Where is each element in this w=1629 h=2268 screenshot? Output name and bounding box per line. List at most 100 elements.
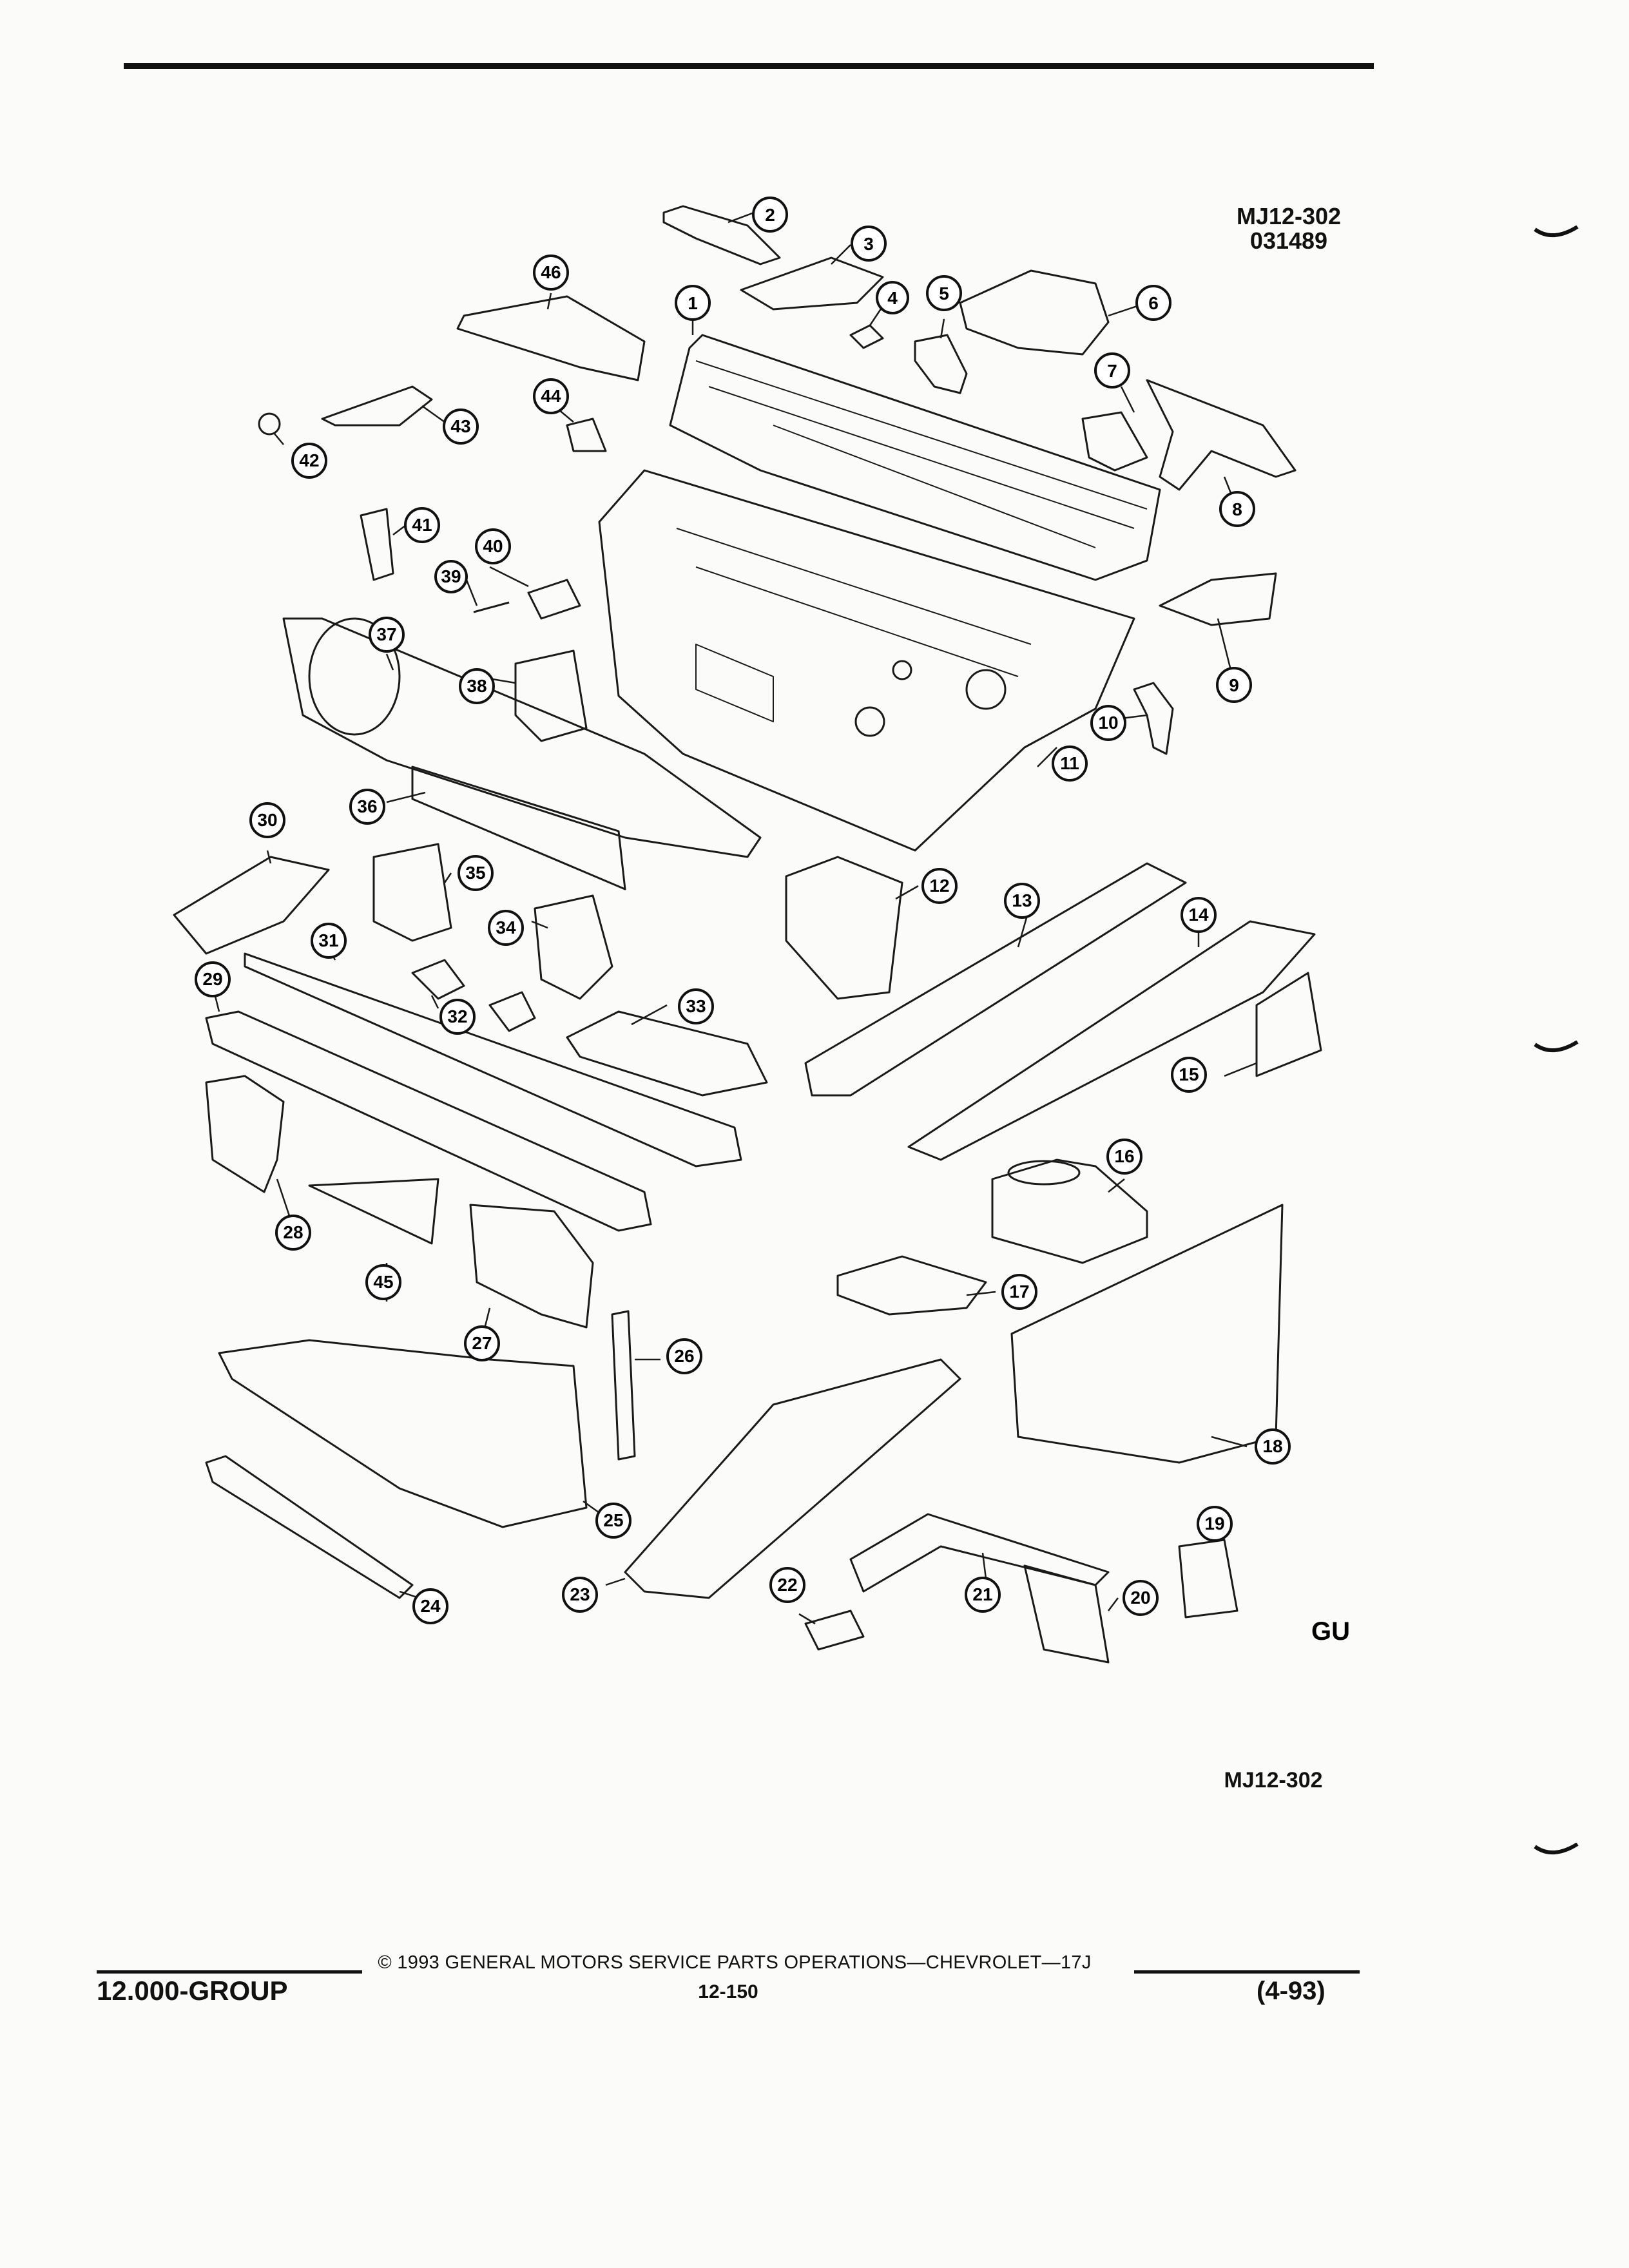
punch-mark	[1534, 1843, 1579, 1855]
callout-2: 2	[752, 197, 788, 233]
callout-24: 24	[412, 1588, 448, 1624]
callout-28: 28	[275, 1215, 311, 1251]
part-24	[205, 1455, 414, 1599]
svg-text:24: 24	[420, 1596, 441, 1616]
svg-text:8: 8	[1232, 499, 1242, 519]
callout-4: 4	[876, 281, 909, 314]
callout-3: 3	[851, 226, 887, 262]
svg-text:13: 13	[1012, 890, 1032, 910]
svg-text:22: 22	[777, 1575, 797, 1595]
part-45	[308, 1178, 439, 1245]
callout-11: 11	[1052, 745, 1088, 782]
svg-text:34: 34	[496, 918, 516, 937]
part-25	[218, 1339, 588, 1528]
part-44	[566, 418, 607, 452]
callout-37: 37	[369, 617, 405, 653]
callout-12: 12	[921, 868, 958, 904]
svg-text:1: 1	[688, 293, 698, 313]
part-31	[244, 952, 742, 1168]
svg-text:11: 11	[1060, 753, 1079, 773]
svg-text:45: 45	[373, 1272, 393, 1292]
svg-text:20: 20	[1130, 1588, 1150, 1608]
page-number: 12-150	[698, 1981, 758, 2003]
part-2	[662, 205, 781, 265]
reference-code-top: MJ12-302	[1236, 203, 1342, 229]
callout-44: 44	[533, 378, 569, 414]
part-39	[473, 601, 510, 613]
svg-text:18: 18	[1262, 1436, 1282, 1456]
part-7	[1081, 411, 1148, 472]
part-27	[469, 1204, 594, 1329]
part-46	[456, 295, 646, 381]
callout-36: 36	[349, 789, 385, 825]
part-23	[624, 1358, 961, 1599]
part-4	[849, 324, 884, 349]
callout-43: 43	[443, 408, 479, 445]
callout-29: 29	[195, 961, 231, 997]
callout-15: 15	[1171, 1057, 1207, 1093]
callout-13: 13	[1004, 883, 1040, 919]
callout-17: 17	[1001, 1274, 1037, 1310]
svg-text:12: 12	[929, 876, 949, 896]
callout-46: 46	[533, 255, 569, 291]
callout-38: 38	[459, 668, 495, 704]
part-5	[914, 334, 968, 394]
part-37	[282, 617, 762, 858]
callout-42: 42	[291, 443, 327, 479]
callout-1: 1	[675, 285, 711, 321]
svg-text:37: 37	[376, 624, 396, 644]
callout-30: 30	[249, 802, 285, 838]
part-10	[1133, 682, 1174, 755]
reference-code-bottom: MJ12-302	[1224, 1768, 1323, 1792]
part-40	[527, 579, 581, 620]
part-35	[372, 843, 452, 942]
svg-text:19: 19	[1204, 1514, 1224, 1533]
part-16	[991, 1158, 1148, 1264]
callout-21: 21	[965, 1577, 1001, 1613]
part-20	[1023, 1564, 1110, 1664]
callout-9: 9	[1216, 667, 1252, 703]
svg-text:26: 26	[674, 1346, 694, 1366]
footer-copyright: © 1993 GENERAL MOTORS SERVICE PARTS OPER…	[378, 1952, 1092, 1973]
callout-27: 27	[464, 1325, 500, 1361]
svg-text:31: 31	[318, 930, 338, 950]
svg-text:35: 35	[465, 863, 485, 883]
footer-rule-right	[1134, 1970, 1360, 1974]
svg-text:36: 36	[357, 796, 377, 816]
callout-6: 6	[1135, 285, 1171, 321]
part-9	[1159, 572, 1277, 626]
part-3	[740, 256, 884, 311]
part-1	[669, 334, 1161, 581]
callout-25: 25	[595, 1503, 631, 1539]
part-8	[1146, 379, 1296, 491]
part-28	[205, 1075, 285, 1193]
part-36	[411, 765, 626, 890]
svg-text:16: 16	[1114, 1146, 1134, 1166]
punch-mark	[1534, 226, 1579, 238]
callout-39: 39	[434, 560, 468, 593]
part-19	[1178, 1539, 1239, 1619]
part-13	[804, 862, 1187, 1097]
callout-10: 10	[1090, 705, 1126, 741]
footer-rule-left	[97, 1970, 362, 1974]
part-30	[173, 856, 330, 955]
part-17	[836, 1255, 987, 1316]
part-21	[849, 1513, 1110, 1593]
svg-text:46: 46	[541, 262, 561, 282]
svg-text:43: 43	[450, 416, 470, 436]
callout-14: 14	[1181, 897, 1217, 933]
footer-date: (4-93)	[1257, 1977, 1325, 2005]
callout-33: 33	[678, 988, 714, 1024]
callout-22: 22	[769, 1567, 805, 1603]
part-34	[534, 894, 613, 1000]
svg-text:15: 15	[1179, 1064, 1199, 1084]
reference-date-top: 031489	[1249, 227, 1328, 254]
callout-41: 41	[404, 507, 440, 543]
svg-text:17: 17	[1009, 1282, 1029, 1302]
svg-text:23: 23	[570, 1584, 590, 1604]
callout-20: 20	[1123, 1580, 1159, 1616]
callout-16: 16	[1106, 1139, 1142, 1175]
svg-text:40: 40	[483, 536, 503, 556]
svg-text:39: 39	[441, 566, 461, 586]
svg-text:9: 9	[1229, 675, 1239, 695]
